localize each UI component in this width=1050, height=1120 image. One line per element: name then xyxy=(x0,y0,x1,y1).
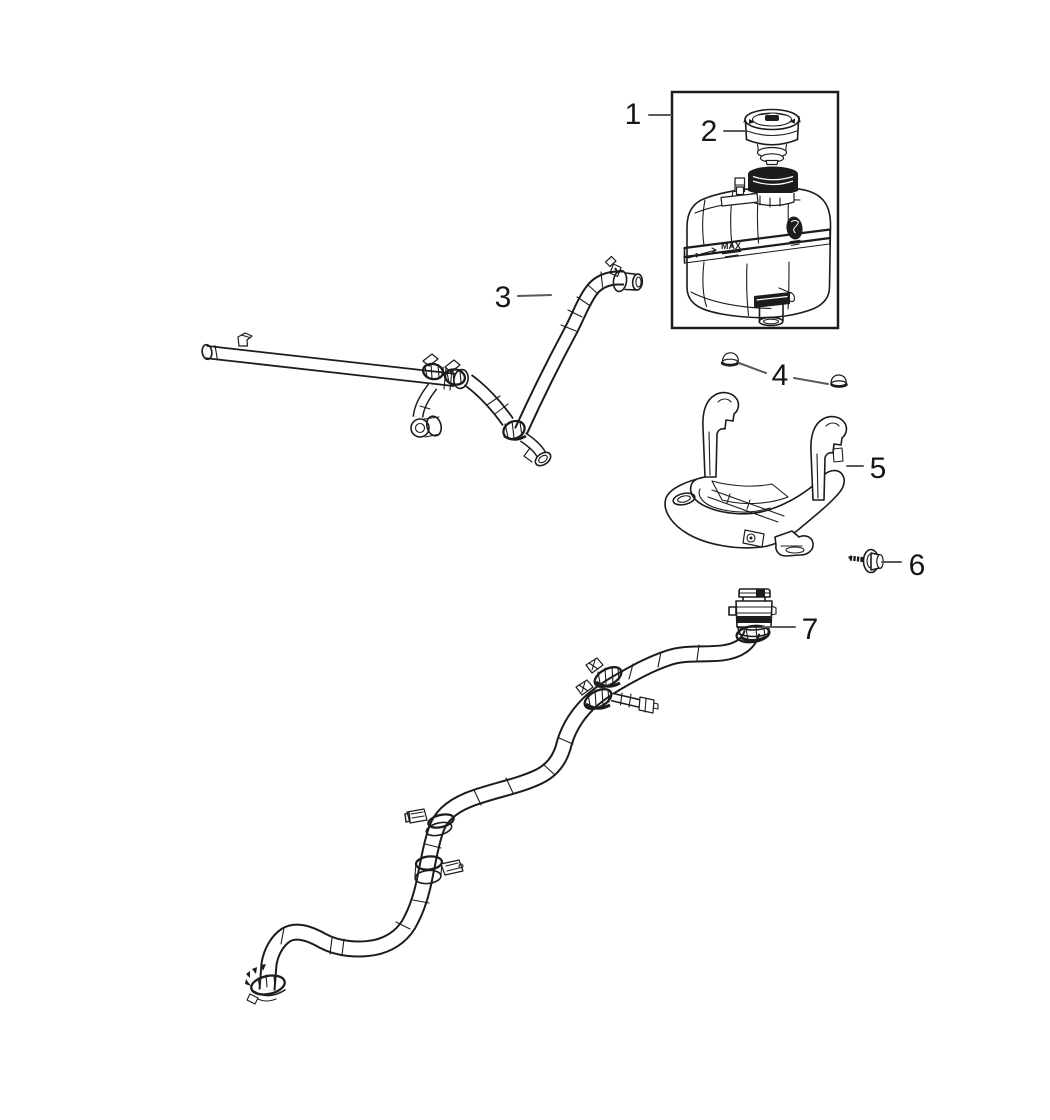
nuts-drawing xyxy=(720,352,848,388)
quick-connector xyxy=(728,588,777,638)
bracket-drawing xyxy=(664,391,848,557)
callout-3: 3 xyxy=(495,281,552,314)
worm-clamp-icon xyxy=(414,855,464,885)
spring-clamp-icon xyxy=(735,624,771,644)
callout-number-7: 7 xyxy=(802,613,819,646)
lower-hose-drawing xyxy=(245,588,777,1005)
screw-drawing xyxy=(848,548,884,574)
ram-logo-badge xyxy=(786,216,803,246)
callout-number-3: 3 xyxy=(495,281,512,314)
callout-number-5: 5 xyxy=(870,452,887,485)
callout-number-2: 2 xyxy=(701,115,718,148)
branch-end-fitting xyxy=(410,415,443,438)
item-1-box xyxy=(670,90,840,330)
coolant-reservoir-drawing: MAX xyxy=(683,166,832,327)
spring-clamp-icon xyxy=(585,657,623,688)
callouts: 1 2 3 4 5 6 7 xyxy=(495,98,926,646)
boxed-reservoir-group: MAX xyxy=(670,90,840,330)
branch-stub xyxy=(610,692,659,714)
worm-clamp-icon xyxy=(404,808,455,837)
spring-clamp-icon xyxy=(502,419,527,441)
nut-icon xyxy=(830,374,848,388)
callout-4: 4 xyxy=(738,359,829,392)
callout-6: 6 xyxy=(881,549,926,582)
filler-neck xyxy=(748,166,798,208)
callout-number-1: 1 xyxy=(625,98,642,131)
hose-end-fitting xyxy=(604,255,644,293)
nut-icon xyxy=(720,352,740,367)
pressure-cap-drawing xyxy=(743,108,801,166)
callout-number-4: 4 xyxy=(772,359,789,392)
tank-outlet xyxy=(754,287,796,327)
hose-clamp-icon xyxy=(421,353,445,381)
callout-number-6: 6 xyxy=(909,549,926,582)
spring-clamp-icon xyxy=(245,964,286,1005)
hose-clamp-icon xyxy=(443,359,467,386)
spring-clamp-icon xyxy=(575,679,613,710)
callout-2: 2 xyxy=(701,115,746,148)
callout-1: 1 xyxy=(625,98,672,131)
max-fill-marking: MAX xyxy=(721,241,741,251)
hose-assembly-drawing xyxy=(201,255,644,467)
callout-5: 5 xyxy=(846,452,887,485)
callout-7: 7 xyxy=(762,613,819,646)
